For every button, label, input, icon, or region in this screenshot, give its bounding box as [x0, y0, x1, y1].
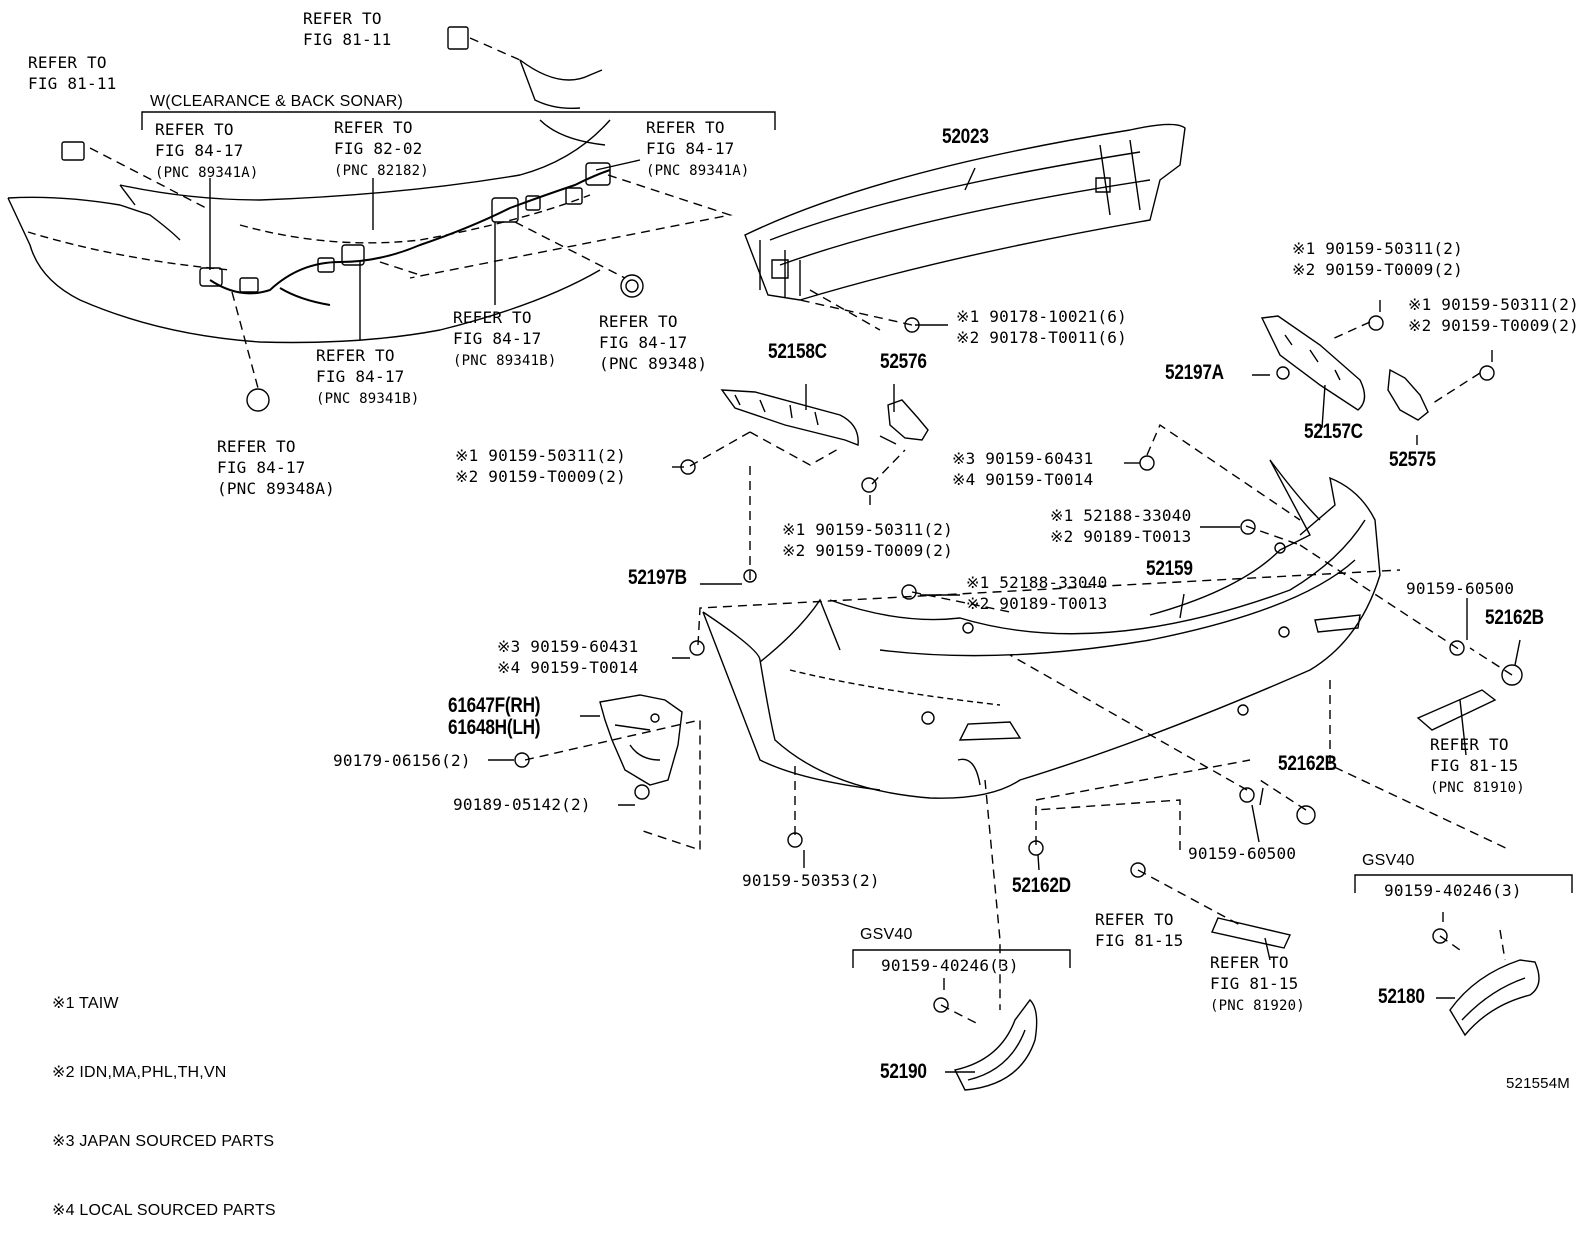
- gsv40-frames: [853, 875, 1572, 968]
- fastener-52188-b: ※1 52188-33040※2 90189-T0013: [966, 573, 1108, 613]
- footnote-2: ※2 IDN,MA,PHL,TH,VN: [52, 1064, 227, 1081]
- group-gsv40-left: GSV40: [860, 926, 913, 943]
- retainer-52576: [880, 400, 928, 444]
- fastener-90178: ※1 90178-10021(6)※2 90178-T0011(6): [956, 307, 1127, 347]
- pointer-lines: [488, 168, 1520, 1072]
- part-52158C: 52158C: [768, 340, 827, 363]
- fastener-90159-50353: 90159-50353(2): [742, 871, 880, 890]
- bumper-reinforcement-52023: [745, 124, 1185, 300]
- fastener-90159-60431-b: ※3 90159-60431※4 90159-T0014: [497, 637, 639, 677]
- fastener-90159-60500-b: 90159-60500: [1188, 844, 1297, 863]
- fastener-52188-a: ※1 52188-33040※2 90189-T0013: [1050, 506, 1192, 546]
- part-52190: 52190: [880, 1060, 927, 1083]
- fastener-90159-50311-b: ※1 90159-50311(2)※2 90159-T0009(2): [1408, 295, 1579, 335]
- rear-bumper-cover-52159: [703, 460, 1380, 798]
- assembly-dashed-lines: [525, 290, 1512, 1025]
- part-52162D: 52162D: [1012, 874, 1071, 897]
- fastener-90159-50311-d: ※1 90159-50311(2)※2 90159-T0009(2): [782, 520, 953, 560]
- footnote-3: ※3 JAPAN SOURCED PARTS: [52, 1133, 275, 1150]
- part-52575: 52575: [1389, 448, 1436, 471]
- retainer-52575: [1388, 370, 1428, 420]
- fastener-90179: 90179-06156(2): [333, 751, 471, 770]
- bracket-52157C: [1262, 316, 1365, 410]
- part-52576: 52576: [880, 350, 927, 373]
- part-52197B: 52197B: [628, 566, 687, 589]
- footnote-1: ※1 TAIW: [52, 995, 119, 1012]
- part-52197A: 52197A: [1165, 361, 1224, 384]
- footnotes: ※1 TAIW ※2 IDN,MA,PHL,TH,VN ※3 JAPAN SOU…: [52, 946, 276, 1245]
- fastener-90159-40246-left: 90159-40246(3): [881, 956, 1019, 975]
- part-52159: 52159: [1146, 557, 1193, 580]
- figure-id: 521554M: [1506, 1075, 1570, 1092]
- fastener-90159-50311-a: ※1 90159-50311(2)※2 90159-T0009(2): [1292, 239, 1463, 279]
- part-61647F: 61647F(RH): [448, 694, 541, 717]
- fastener-90159-40246-right: 90159-40246(3): [1384, 881, 1522, 900]
- part-52162B-lower: 52162B: [1278, 752, 1337, 775]
- part-52023: 52023: [942, 125, 989, 148]
- sonar-pointer-lines: [210, 160, 640, 340]
- part-52162B-upper: 52162B: [1485, 606, 1544, 629]
- mudguard-52180: [1450, 960, 1539, 1035]
- part-61648H: 61648H(LH): [448, 716, 541, 739]
- fastener-90189: 90189-05142(2): [453, 795, 591, 814]
- fastener-90159-50311-c: ※1 90159-50311(2)※2 90159-T0009(2): [455, 446, 626, 486]
- part-52180: 52180: [1378, 985, 1425, 1008]
- footnote-4: ※4 LOCAL SOURCED PARTS: [52, 1202, 276, 1219]
- bracket-52158C: [722, 390, 858, 445]
- sonar-group-box: [142, 112, 775, 130]
- mudguard-52190: [955, 1000, 1037, 1090]
- sonar-group-title: W(CLEARANCE & BACK SONAR): [150, 93, 404, 110]
- sonar-bumper-assembly: [8, 27, 643, 411]
- parts-diagram: [0, 0, 1592, 1099]
- fastener-90159-60500-a: 90159-60500: [1406, 579, 1515, 598]
- group-gsv40-right: GSV40: [1362, 852, 1415, 869]
- reflector-rh: [1418, 690, 1495, 730]
- reflector-lh: [1212, 918, 1290, 948]
- fastener-90159-60431-a: ※3 90159-60431※4 90159-T0014: [952, 449, 1094, 489]
- sonar-leader-lines: [90, 38, 730, 388]
- part-52157C: 52157C: [1304, 420, 1363, 443]
- fastener-symbols: [515, 316, 1522, 1012]
- bracket-61647F-61648H: [600, 695, 682, 785]
